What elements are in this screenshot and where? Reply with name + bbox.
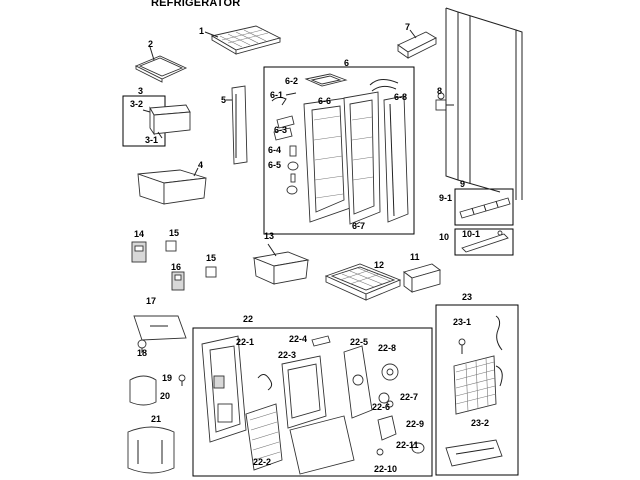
callout-19: 19 [162, 373, 173, 383]
part-2-shelf-frame [134, 46, 188, 83]
callout-15-b: 15 [206, 253, 217, 263]
callout-9: 9 [460, 179, 466, 189]
callout-15-a: 15 [169, 228, 180, 238]
part-19-connector [178, 374, 186, 386]
callout-5: 5 [221, 95, 227, 105]
part-15-clip-a [165, 240, 177, 252]
cabinet-outline [445, 7, 523, 200]
callout-14: 14 [134, 229, 145, 239]
callout-3-1: 3-1 [145, 135, 159, 145]
callout-12: 12 [374, 260, 385, 270]
callout-1: 1 [199, 26, 205, 36]
callout-21: 21 [151, 414, 162, 424]
callout-6-8: 6-8 [394, 92, 408, 102]
part-23-evaporator-assembly [445, 315, 503, 467]
part-14-control [131, 241, 147, 263]
part-3-crisper-drawer [142, 104, 191, 139]
box-part-6 [263, 66, 415, 235]
callout-6-3: 6-3 [274, 125, 288, 135]
callout-6: 6 [344, 58, 350, 68]
callout-22-4: 22-4 [289, 334, 308, 344]
part-18-lamp [137, 339, 147, 353]
callout-22: 22 [243, 314, 254, 324]
callout-22-7: 22-7 [400, 392, 419, 402]
callout-6-7: 6-7 [352, 221, 366, 231]
callout-6-2: 6-2 [285, 76, 299, 86]
callout-3: 3 [138, 86, 144, 96]
callout-22-6: 22-6 [372, 402, 391, 412]
callout-2: 2 [148, 39, 154, 49]
part-16-control [171, 271, 185, 291]
callout-23-1: 23-1 [453, 317, 472, 327]
box-part-10 [454, 228, 514, 256]
callout-22-10: 22-10 [374, 464, 398, 474]
callout-4: 4 [198, 160, 204, 170]
callout-23: 23 [462, 292, 473, 302]
callout-22-8: 22-8 [378, 343, 397, 353]
callout-10-1: 10-1 [462, 229, 481, 239]
callout-9-1: 9-1 [439, 193, 453, 203]
part-17-cover [133, 315, 187, 341]
callout-11: 11 [410, 252, 420, 262]
callout-6-1: 6-1 [270, 90, 284, 100]
callout-10: 10 [439, 232, 450, 242]
part-1-glass-shelf [204, 25, 282, 55]
part-20-case [129, 375, 157, 406]
part-5-door-rail [226, 85, 248, 165]
part-15-clip-b [205, 266, 217, 278]
callout-8: 8 [437, 86, 443, 96]
part-13-drawer [252, 243, 310, 285]
part-6-door-assembly [271, 73, 409, 226]
callout-6-4: 6-4 [268, 145, 282, 155]
callout-20: 20 [160, 391, 171, 401]
callout-17: 17 [146, 296, 157, 306]
callout-13: 13 [264, 231, 275, 241]
callout-6-5: 6-5 [268, 160, 282, 170]
callout-18: 18 [137, 348, 148, 358]
part-8-hinge [435, 92, 454, 111]
callout-22-2: 22-2 [253, 457, 272, 467]
box-part-23 [435, 304, 519, 476]
part-21-cover [127, 426, 175, 474]
part-12-tray [324, 263, 402, 301]
callout-22-3: 22-3 [278, 350, 297, 360]
box-part-9 [454, 188, 514, 226]
part-10-trim [461, 230, 509, 253]
callout-7: 7 [405, 22, 411, 32]
callout-6-6: 6-6 [318, 96, 332, 106]
callout-23-2: 23-2 [471, 418, 490, 428]
box-part-22 [192, 327, 433, 477]
part-9-trim [459, 197, 511, 219]
callout-22-1: 22-1 [236, 337, 255, 347]
page-title: REFRIGERATOR [151, 0, 241, 9]
callout-22-5: 22-5 [350, 337, 369, 347]
part-7-door-bin [397, 29, 437, 59]
callout-22-9: 22-9 [406, 419, 425, 429]
callout-22-11: 22-11 [396, 440, 419, 450]
part-4-drawer [137, 167, 207, 205]
part-22-dispenser-assembly [201, 335, 425, 475]
part-11-bin [403, 263, 441, 293]
callout-3-2: 3-2 [130, 99, 144, 109]
callout-16: 16 [171, 262, 182, 272]
